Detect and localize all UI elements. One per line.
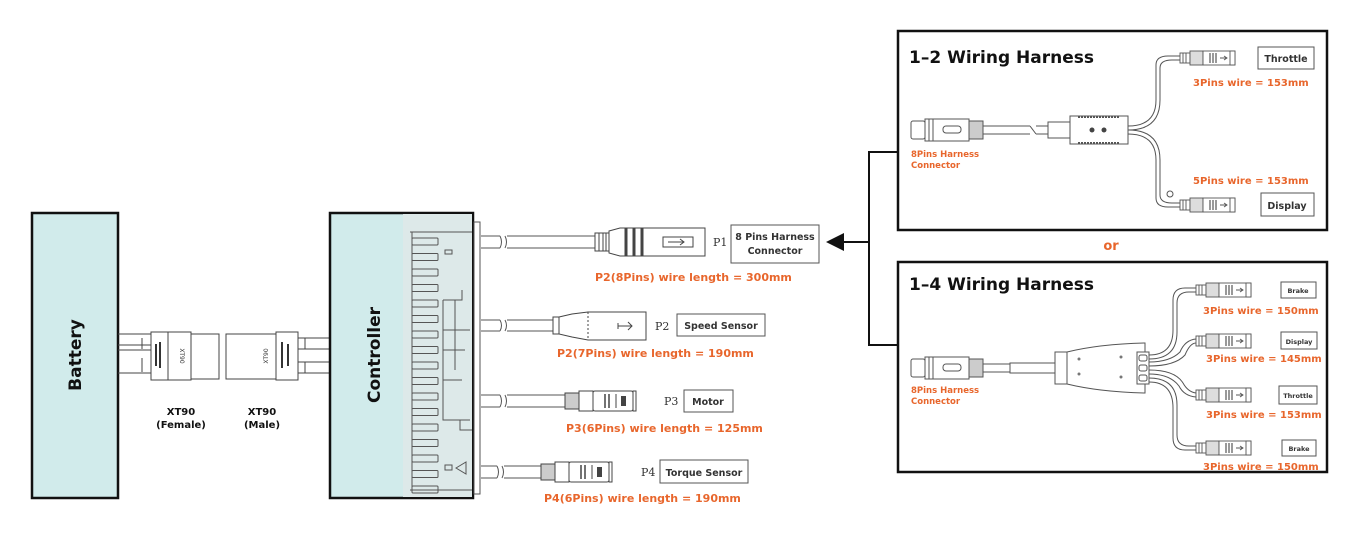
throttle-plug-icon xyxy=(1195,387,1252,403)
throttle-plug-icon xyxy=(1179,50,1236,66)
harness-1-4-brake-2-label: Brake xyxy=(1288,445,1310,453)
harness-1-2-display-wire: 5Pins wire = 153mm xyxy=(1193,176,1309,187)
xt90-female-mark: XT90 xyxy=(178,348,185,363)
p3-device-label: Motor xyxy=(692,397,724,408)
battery-label: Battery xyxy=(66,319,86,391)
p3-wire-length: P3(6Pins) wire length = 125mm xyxy=(566,422,763,435)
display-plug-icon xyxy=(1179,197,1236,213)
terminal-pin xyxy=(411,284,439,292)
port-p1: P1 8 Pins Harness Connector P2(8Pins) wi… xyxy=(481,224,820,284)
p2-connector-icon xyxy=(552,311,647,341)
xt90-male-label-line1: XT90 xyxy=(248,407,276,418)
harness-1-2-throttle-wire: 3Pins wire = 153mm xyxy=(1193,78,1309,89)
p4-device-box: Torque Sensor xyxy=(659,459,749,484)
harness-1-4-display-wire: 3Pins wire = 145mm xyxy=(1206,354,1322,365)
terminal-pin xyxy=(411,392,439,401)
terminal-pin xyxy=(411,268,439,277)
terminal-pin xyxy=(411,439,439,447)
brake-plug-icon-2 xyxy=(1195,440,1252,456)
terminal-pin xyxy=(411,253,439,261)
battery-block: Battery xyxy=(30,211,120,500)
xt90-male-label-line2: (Male) xyxy=(244,420,280,431)
p3-connector-icon xyxy=(564,390,637,412)
p1-device-box: 8 Pins Harness Connector xyxy=(730,224,820,264)
p3-pin-label: P3 xyxy=(664,395,678,408)
harness-1-4-output-brake-2: Brake xyxy=(1281,439,1317,457)
xt90-female-label-line1: XT90 xyxy=(167,407,195,418)
terminal-pin xyxy=(411,377,439,385)
harness-1-4-input-label-line2: Connector xyxy=(911,397,961,407)
brake-plug-icon-1 xyxy=(1195,282,1252,298)
port-p3: P3 Motor P3(6Pins) wire length = 125mm xyxy=(481,389,763,435)
terminal-pin xyxy=(411,361,439,370)
harness-1-2-panel: 1–2 Wiring Harness xyxy=(896,29,1329,232)
arrow-left-icon xyxy=(826,233,844,251)
p2-device-label: Speed Sensor xyxy=(684,321,758,332)
port-p4: P4 Torque Sensor P4(6Pins) wire length =… xyxy=(481,459,749,505)
harness-1-4-brake-2-wire: 3Pins wire = 150mm xyxy=(1203,462,1319,473)
p1-pin-label: P1 xyxy=(713,236,727,249)
terminal-pin xyxy=(411,237,439,246)
harness-1-2-input-label-line1: 8Pins Harness xyxy=(911,150,979,160)
harness-1-2-title: 1–2 Wiring Harness xyxy=(909,48,1094,68)
harness-1-4-throttle-wire: 3Pins wire = 153mm xyxy=(1206,410,1322,421)
terminal-pin xyxy=(411,454,439,463)
display-plug-icon xyxy=(1195,333,1252,349)
harness-1-2-input-label-line2: Connector xyxy=(911,161,961,171)
battery-cables xyxy=(118,333,152,374)
controller-terminal-pins xyxy=(410,231,472,494)
controller-label: Controller xyxy=(365,306,385,403)
battery-box xyxy=(30,211,120,500)
harness-1-4-output-display: Display xyxy=(1280,331,1318,350)
harness-1-4-brake-1-label: Brake xyxy=(1287,287,1309,295)
harness-1-4-input-label-line1: 8Pins Harness xyxy=(911,386,979,396)
harness-1-2-input-connector xyxy=(910,118,984,142)
harness-1-4-splitter xyxy=(1054,342,1150,394)
terminal-pin xyxy=(411,346,439,354)
p4-device-label: Torque Sensor xyxy=(666,468,743,479)
terminal-pin xyxy=(411,299,439,308)
terminal-pin xyxy=(411,423,439,432)
port-p2: P2 Speed Sensor P2(7Pins) wire length = … xyxy=(481,311,766,360)
terminal-pin xyxy=(411,485,439,494)
harness-1-2-throttle-label: Throttle xyxy=(1264,54,1307,65)
xt90-female-label-line2: (Female) xyxy=(156,420,206,431)
terminal-pin xyxy=(411,408,439,416)
harness-1-4-brake-1-wire: 3Pins wire = 150mm xyxy=(1203,306,1319,317)
harness-1-2-output-throttle: Throttle xyxy=(1257,46,1315,70)
p1-device-label-line1: 8 Pins Harness xyxy=(735,232,815,243)
harness-1-4-display-label: Display xyxy=(1286,338,1314,346)
controller-power-cables xyxy=(298,337,330,374)
terminal-pin xyxy=(411,315,439,323)
p4-pin-label: P4 xyxy=(641,466,655,479)
p3-device-box: Motor xyxy=(683,389,734,413)
xt90-male-connector: XT90 xyxy=(225,331,299,381)
terminal-traces xyxy=(442,249,472,475)
xt90-female-connector: XT90 xyxy=(150,331,220,381)
harness-1-4-panel: 1–4 Wiring Harness xyxy=(896,260,1329,474)
p2-pin-label: P2 xyxy=(655,320,669,333)
terminal-pin xyxy=(411,330,439,339)
harness-1-4-output-throttle: Throttle xyxy=(1278,385,1318,405)
p4-wire-length: P4(6Pins) wire length = 190mm xyxy=(544,492,741,505)
terminal-pin xyxy=(411,470,439,478)
p2-device-box: Speed Sensor xyxy=(676,313,766,337)
harness-1-4-output-brake-1: Brake xyxy=(1280,281,1317,299)
p4-connector-icon xyxy=(540,461,613,483)
harness-1-4-title: 1–4 Wiring Harness xyxy=(909,275,1094,295)
p2-wire-length: P2(7Pins) wire length = 190mm xyxy=(557,347,754,360)
harness-1-4-throttle-label: Throttle xyxy=(1283,392,1313,400)
controller-terminal-panel xyxy=(403,214,472,497)
p1-connector-icon xyxy=(594,227,706,257)
harness-1-4-input-connector xyxy=(910,356,984,380)
harness-1-2-output-display: Display xyxy=(1260,192,1315,217)
xt90-male-mark: XT90 xyxy=(263,348,270,363)
controller-block: Controller xyxy=(328,211,481,500)
or-label: or xyxy=(1103,239,1119,254)
p1-device-label-line2: Connector xyxy=(748,246,803,257)
harness-selection-bracket xyxy=(826,151,898,346)
p1-wire-length: P2(8Pins) wire length = 300mm xyxy=(595,271,792,284)
harness-1-2-display-label: Display xyxy=(1267,201,1307,212)
